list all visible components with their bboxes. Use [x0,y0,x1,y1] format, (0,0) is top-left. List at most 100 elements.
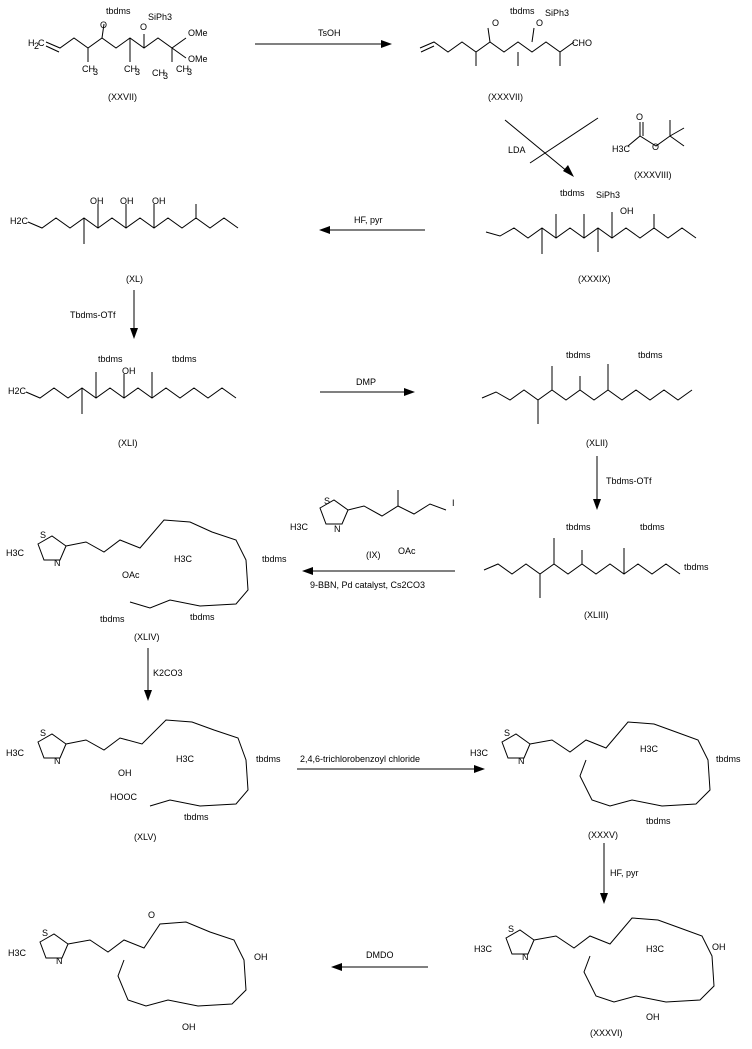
compound-label: (XXXVI) [590,1028,623,1038]
svg-text:3: 3 [135,67,140,77]
atom-tbdms: tbdms [716,754,741,764]
reagent-labels: TsOH LDA HF, pyr Tbdms-OTf DMP Tbdms-OTf… [70,28,652,960]
atom-h3c: H3C [8,948,27,958]
atom-h2c: H2C [8,386,27,396]
atom-tbdms: tbdms [510,6,535,16]
svg-text:CH: CH [124,64,137,74]
atom-oh: OH [118,768,132,778]
svg-text:O: O [636,112,643,122]
atom-h3c: H3C [646,944,665,954]
svg-text:CH: CH [152,68,165,78]
atom-tbdms: tbdms [566,522,591,532]
compound-label: (XXVII) [108,92,137,102]
atom-ome: OMe [188,54,208,64]
atom-h3c: H3C [6,548,25,558]
atom-tbdms: tbdms [262,554,287,564]
atom-tbdms: tbdms [646,816,671,826]
reagent-yamaguchi: 2,4,6-trichlorobenzoyl chloride [300,754,420,764]
atom-h3c: H3C [474,944,493,954]
atom-h3c: H3C [176,754,195,764]
svg-text:CH: CH [82,64,95,74]
compound-ix: S N H3C I OAc (IX) [290,490,455,560]
compound-xxxvii: tbdms O SiPh3 O CHO (XXXVII) [419,6,592,102]
svg-text:O: O [652,142,659,152]
compound-label: (XXXV) [588,830,618,840]
compound-label: (XL) [126,274,143,284]
compound-xliii: tbdms tbdms tbdms (XLIII) [483,522,709,620]
atom-tbdms: tbdms [184,812,209,822]
svg-text:3: 3 [163,71,168,81]
reagent-tbdms-otf-2: Tbdms-OTf [606,476,652,486]
reagent-dmdo: DMDO [366,950,394,960]
atom-h3c: H3C [640,744,659,754]
svg-text:3: 3 [187,67,192,77]
atom-s: S [40,728,46,738]
reagent-suzuki: 9-BBN, Pd catalyst, Cs2CO3 [310,580,425,590]
atom-oh: OH [620,206,634,216]
svg-text:H: H [28,38,35,48]
atom-n: N [54,756,61,766]
atom-h3c: H3C [6,748,25,758]
reagent-k2co3: K2CO3 [153,668,183,678]
svg-text:O: O [140,22,147,32]
atom-oh: OH [120,196,134,206]
svg-text:O: O [492,18,499,28]
compound-label: (XLIV) [134,632,160,642]
arrows [130,40,608,971]
compound-xxxviii: H3C O O (XXXVIII) [612,112,685,180]
atom-tbdms: tbdms [172,354,197,364]
atom-oh: OH [152,196,166,206]
atom-n: N [334,524,341,534]
compound-label: (XLIII) [584,610,609,620]
reagent-lda: LDA [508,145,526,155]
reagent-hf-pyr-1: HF, pyr [354,215,383,225]
compound-label: (XXXVII) [488,92,523,102]
compound-xlv: S N H3C OH HOOC tbdms tbdms H3C (XLV) [6,719,281,842]
compound-xliv: S N H3C OAc tbdms tbdms tbdms H3C (XLIV) [6,519,287,642]
atom-s: S [40,530,46,540]
atom-h3c: H3C [470,748,489,758]
compound-xxxvi: S N H3C OH OH H3C (XXXVI) [474,917,726,1038]
reagent-tsoh: TsOH [318,28,341,38]
atom-s: S [508,924,514,934]
compound-label: (XLII) [586,438,608,448]
svg-text:2: 2 [34,41,39,51]
atom-h3c: H3C [174,554,193,564]
svg-text:C: C [38,38,45,48]
reagent-hf-pyr-2: HF, pyr [610,868,639,878]
svg-text:CH: CH [176,64,189,74]
atom-h3c: H3C [290,522,309,532]
atom-s: S [42,928,48,938]
atom-ome: OMe [188,28,208,38]
compound-xli: H2C tbdms OH tbdms (XLI) [8,354,237,448]
atom-siph3: SiPh3 [596,190,620,200]
compound-label: (XXXIX) [578,274,611,284]
compound-xxxv: S N H3C tbdms tbdms H3C (XXXV) [470,721,741,840]
atom-tbdms: tbdms [560,188,585,198]
atom-tbdms: tbdms [256,754,281,764]
atom-oac: OAc [398,546,416,556]
atom-tbdms: tbdms [98,354,123,364]
atom-tbdms: tbdms [100,614,125,624]
atom-n: N [522,952,529,962]
compound-label: (XXXVIII) [634,170,672,180]
atom-tbdms: tbdms [190,612,215,622]
atom-tbdms: tbdms [638,350,663,360]
compound-label: (XLI) [118,438,138,448]
compound-xl: H2C OH OH OH (XL) [10,196,239,284]
atom-oh: OH [182,1022,196,1032]
atom-siph3: SiPh3 [148,12,172,22]
atom-n: N [54,558,61,568]
atom-oh: OH [254,952,268,962]
atom-n: N [56,956,63,966]
compound-label: (IX) [366,550,381,560]
atom-oh: OH [646,1012,660,1022]
svg-text:3: 3 [93,67,98,77]
atom-tbdms: tbdms [684,562,709,572]
atom-tbdms: tbdms [566,350,591,360]
atom-oac: OAc [122,570,140,580]
atom-tbdms: tbdms [640,522,665,532]
atom-s: S [504,728,510,738]
